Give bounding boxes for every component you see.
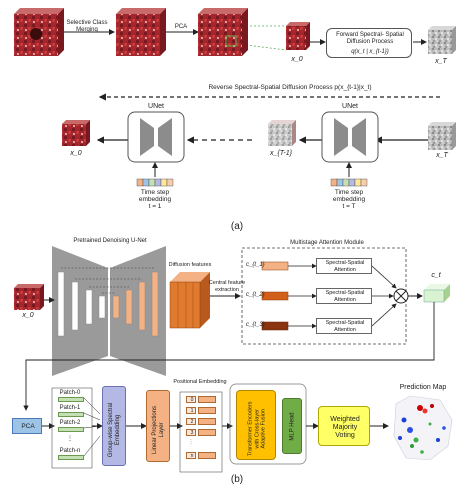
pca-step-label: PCA (174, 24, 188, 30)
pos-token-0-feat (198, 396, 216, 403)
pos-token-2-feat (198, 418, 216, 425)
positional-embedding-label: Positional Embedding (173, 379, 227, 385)
x0-top-label: x_0 (291, 56, 303, 63)
forward-formula: q(x_t | x_{t-1}) (351, 49, 389, 55)
patch-bar-0 (58, 397, 84, 402)
unet-left-label: UNet (148, 103, 164, 110)
prediction-map-title: Prediction Map (399, 384, 447, 391)
reverse-process-title: Reverse Spectral-Spatial Diffusion Proce… (208, 84, 372, 91)
patch-label-0: Patch-0 (59, 390, 81, 396)
x0-b-label: x_0 (22, 312, 34, 319)
mlp-head-box: MLP Head (282, 398, 302, 454)
patch-bar-n (58, 455, 84, 460)
caption-b: (b) (230, 474, 244, 485)
patch-label-n: Patch-n (59, 448, 81, 454)
caption-a: (a) (230, 221, 244, 232)
pos-index-2: 2 (190, 419, 194, 425)
c2-label: c_{t_2} (246, 292, 265, 298)
pos-ellipsis: ⋮ (188, 439, 194, 445)
unet-right-label: UNet (342, 103, 358, 110)
pca-label: PCA (21, 423, 35, 430)
pos-token-n-feat (198, 452, 216, 459)
embedding-left-icon (136, 178, 174, 187)
embedding-right-icon (330, 178, 368, 187)
patch-ellipsis: ⋮ (67, 436, 73, 442)
prediction-map-image (393, 395, 453, 461)
attention-module-title: Multistage Attention Module (290, 240, 364, 246)
pos-index-3: 3 (190, 430, 194, 436)
pos-token-1: 1 (186, 407, 196, 414)
pos-token-3-feat (198, 429, 216, 436)
pos-index-0: 0 (190, 397, 194, 403)
pos-token-0: 0 (186, 396, 196, 403)
diffusion-features-label: Diffusion features (168, 262, 212, 268)
mlp-head-label: MLP Head (289, 412, 296, 441)
pca-box: PCA (12, 418, 42, 434)
c3-label: c_{t_3} (246, 322, 265, 328)
patch-label-1: Patch-1 (59, 405, 81, 411)
patch-bar-1 (58, 412, 84, 417)
pos-token-n: n (186, 452, 196, 459)
patch-label-2: Patch-2 (59, 420, 81, 426)
c1-label: c_{t_1} (246, 262, 265, 268)
pos-token-2: 2 (186, 418, 196, 425)
pos-token-3: 3 (186, 429, 196, 436)
xT-bottom-label: x_T (436, 152, 448, 159)
patch-bar-2 (58, 427, 84, 432)
pos-index-n: n (190, 453, 194, 459)
unet-title: Pretrained Denoising U-Net (73, 238, 147, 244)
xT-top-label: x_T (435, 58, 447, 65)
x0-bottom-label: x_0 (70, 150, 82, 157)
xT1-label: x_{T-1} (270, 150, 292, 157)
pos-token-1-feat (198, 407, 216, 414)
pos-index-1: 1 (190, 408, 194, 414)
ct-label: c_t (431, 272, 441, 279)
